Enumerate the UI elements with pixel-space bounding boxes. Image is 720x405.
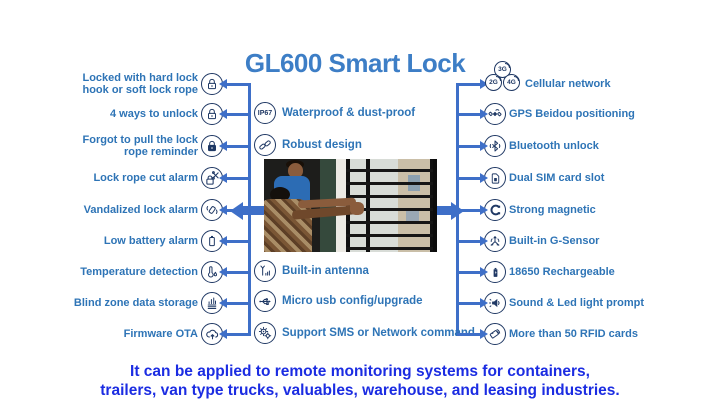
padlock-filled-icon — [201, 135, 223, 157]
feature-label: 18650 Rechargeable — [509, 265, 615, 278]
feature-row: Firmware OTA — [14, 317, 250, 351]
feature-row: Lock rope cut alarm — [14, 161, 250, 195]
usb-icon — [254, 290, 276, 312]
battery-18650-icon — [484, 261, 506, 283]
feature-row: IP67 Waterproof & dust-proof — [254, 96, 415, 130]
feature-row: More than 50 RFID cards — [457, 317, 709, 351]
feature-label: Vandalized lock alarm — [83, 203, 198, 216]
photo-installer — [288, 163, 303, 178]
arrow-connector — [457, 266, 488, 277]
feature-row: Bluetooth unlock — [457, 129, 709, 163]
arrow-connector — [219, 297, 250, 308]
feature-label: Strong magnetic — [509, 203, 596, 216]
feature-label: Built-in antenna — [282, 265, 369, 277]
arrow-connector — [457, 140, 488, 151]
feature-row: Forgot to pull the lock rope reminder — [14, 129, 250, 163]
feature-row: Blind zone data storage — [14, 286, 250, 320]
feature-row: Strong magnetic — [457, 193, 709, 227]
feature-row: Vandalized lock alarm — [14, 193, 250, 227]
arrow-connector — [219, 140, 250, 151]
feature-label: Temperature detection — [80, 265, 198, 278]
feature-row: GPS Beidou positioning — [457, 97, 709, 131]
arrow-connector — [219, 78, 250, 89]
chain-link-icon — [254, 134, 276, 156]
feature-row: Sound & Led light prompt — [457, 286, 709, 320]
arrow-connector — [457, 78, 488, 89]
feature-label: Lock rope cut alarm — [93, 171, 198, 184]
feature-row: 4 ways to unlock — [14, 97, 250, 131]
arrow-connector — [219, 204, 250, 215]
feature-row: Micro usb config/upgrade — [254, 284, 423, 318]
feature-row: Robust design — [254, 128, 362, 162]
feature-label: Cellular network — [525, 77, 611, 90]
badge-4g: 4G — [503, 74, 520, 91]
feature-label: Low battery alarm — [103, 234, 198, 247]
badge-3g: 3G — [494, 61, 511, 78]
cellular-network-icon: 3G 2G 4G — [484, 61, 522, 95]
ip67-icon: IP67 — [254, 102, 276, 124]
feature-row: Temperature detection — [14, 255, 250, 289]
feature-label: Firmware OTA — [123, 327, 198, 340]
arrow-connector — [457, 172, 488, 183]
photo-window — [346, 159, 437, 252]
gears-icon — [254, 322, 276, 344]
feature-label: Robust design — [282, 139, 362, 151]
feature-label: Support SMS or Network command — [282, 327, 475, 339]
feature-label: GPS Beidou positioning — [509, 107, 635, 120]
magnet-icon — [484, 199, 506, 221]
arrow-connector — [219, 266, 250, 277]
feature-row: Built-in antenna — [254, 254, 369, 288]
page-title: GL600 Smart Lock — [244, 48, 466, 78]
feature-row: Dual SIM card slot — [457, 161, 709, 195]
arrow-connector — [219, 108, 250, 119]
feature-row: Locked with hard lock hook or soft lock … — [14, 67, 250, 101]
arrow-connector — [219, 328, 250, 339]
ip67-label: IP67 — [257, 109, 273, 117]
feature-label: More than 50 RFID cards — [509, 327, 638, 340]
feature-label: Locked with hard lock hook or soft lock … — [82, 71, 198, 97]
feature-label: Bluetooth unlock — [509, 139, 599, 152]
feature-label: Forgot to pull the lock rope reminder — [82, 133, 199, 159]
badge-2g: 2G — [485, 74, 502, 91]
feature-row: Support SMS or Network command — [254, 316, 475, 350]
feature-label: 4 ways to unlock — [109, 107, 198, 120]
feature-label: Micro usb config/upgrade — [282, 295, 423, 307]
arrow-connector — [219, 235, 250, 246]
product-photo — [264, 159, 437, 252]
feature-row: Low battery alarm — [14, 224, 250, 258]
feature-label: Blind zone data storage — [73, 296, 198, 309]
feature-row: 3G 2G 4G Cellular network — [457, 61, 709, 101]
arrow-connector — [457, 204, 488, 215]
feature-label: Waterproof & dust-proof — [282, 107, 416, 119]
feature-label: Sound & Led light prompt — [509, 296, 645, 309]
arrow-connector — [457, 235, 488, 246]
arrow-connector — [457, 328, 488, 339]
feature-label: Built-in G-Sensor — [509, 234, 600, 247]
arrow-connector — [457, 108, 488, 119]
applications-caption: It can be applied to remote monitoring s… — [100, 363, 620, 399]
feature-label: Dual SIM card slot — [509, 171, 605, 184]
arrow-connector — [219, 172, 250, 183]
arrow-connector — [457, 297, 488, 308]
feature-row: Built-in G-Sensor — [457, 224, 709, 258]
speaker-icon — [484, 292, 506, 314]
antenna-icon — [254, 260, 276, 282]
cloud-ota-icon — [201, 323, 223, 345]
feature-row: 18650 Rechargeable — [457, 255, 709, 289]
